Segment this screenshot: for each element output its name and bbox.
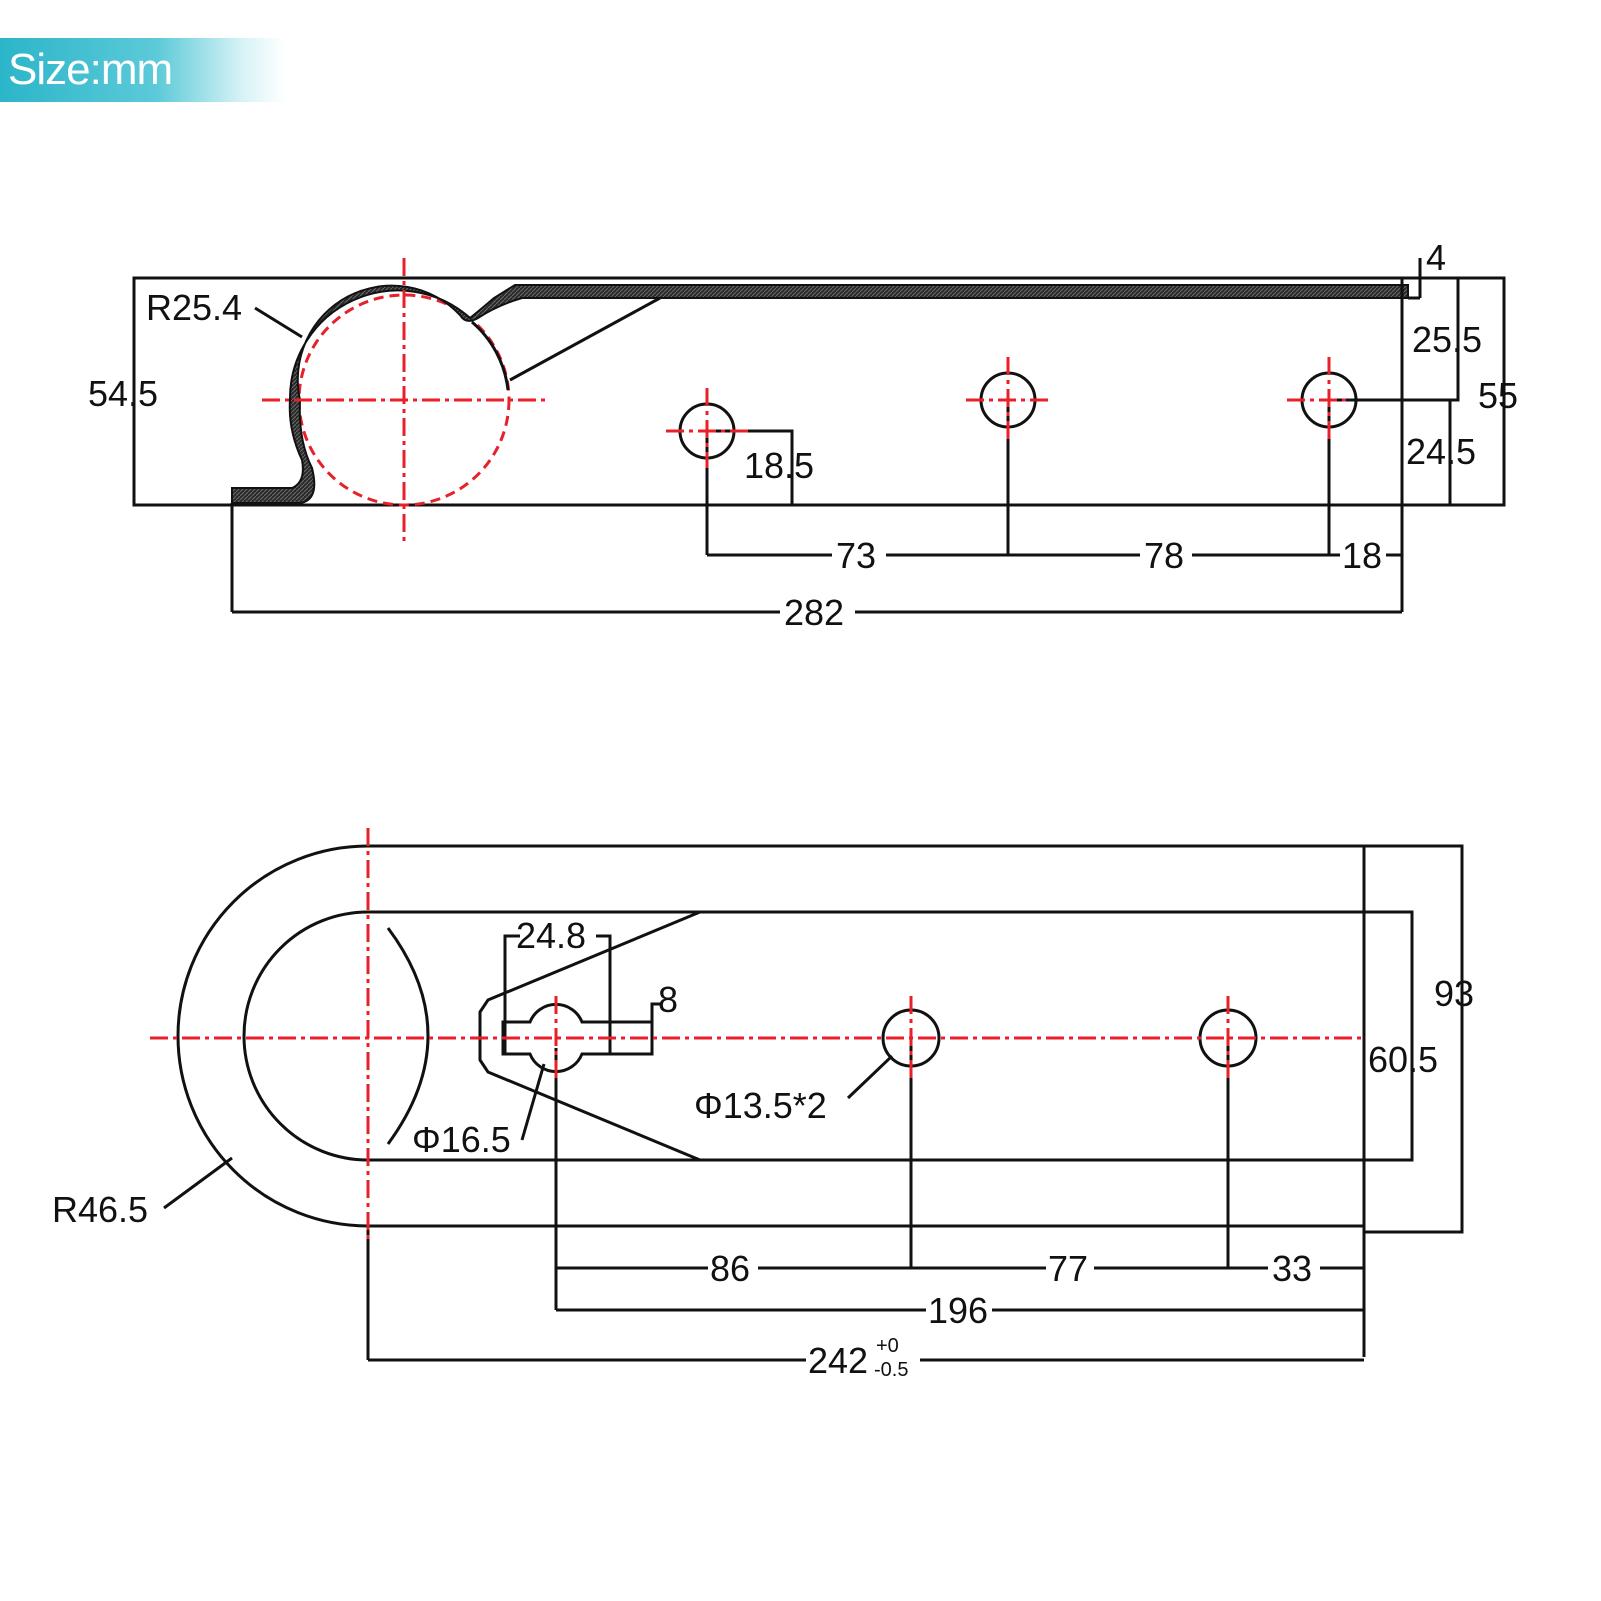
dim-height-right: 55 <box>1478 375 1518 416</box>
dim-inner-width: 60.5 <box>1368 1039 1438 1080</box>
dim-top-to-hole: 25.5 <box>1412 319 1482 360</box>
dim-end-offset-top: 33 <box>1272 1248 1312 1289</box>
dim-slot-depth: 8 <box>658 979 678 1020</box>
units-badge: Size:mm <box>0 38 285 102</box>
dim-overall-length-top: 242 <box>808 1340 868 1381</box>
dim-pivot-radius: R25.4 <box>146 287 242 328</box>
top-outer-outline <box>176 844 1364 1228</box>
dim-hole-span: 196 <box>928 1290 988 1331</box>
top-view-labels: 24.8 8 93 60.5 Φ13.5*2 Φ16.5 R46.5 86 77… <box>52 915 1474 1381</box>
dim-spacing-1: 86 <box>710 1248 750 1289</box>
top-inner-outline <box>242 910 1414 1162</box>
dim-height-left: 54.5 <box>88 373 158 414</box>
dim-tolerance-lower: -0.5 <box>874 1359 908 1381</box>
side-view-outline <box>132 276 1506 507</box>
dim-hole-spacing-1: 73 <box>836 535 876 576</box>
dim-spacing-2: 77 <box>1048 1248 1088 1289</box>
side-view-labels: R25.4 54.5 4 25.5 55 24.5 18.5 73 78 18 … <box>88 237 1518 633</box>
bent-plate <box>231 284 1409 504</box>
side-centerlines <box>262 258 1350 545</box>
keyhole-slot <box>501 1002 654 1074</box>
side-view <box>132 258 1506 614</box>
trapezoid-cut <box>478 910 701 1162</box>
dim-tolerance-upper: +0 <box>876 1335 899 1357</box>
dim-first-hole-offset: 18.5 <box>744 445 814 486</box>
dim-mount-holes: Φ13.5*2 <box>694 1085 827 1126</box>
top-centerlines <box>150 828 1364 1244</box>
dim-thickness: 4 <box>1426 237 1446 278</box>
dim-hole-to-bottom: 24.5 <box>1406 431 1476 472</box>
dim-end-offset: 18 <box>1342 535 1382 576</box>
pivot-arc <box>471 320 510 391</box>
dim-hole-spacing-2: 78 <box>1144 535 1184 576</box>
inner-arc <box>386 927 430 1145</box>
dim-outer-width: 93 <box>1434 973 1474 1014</box>
dim-slot-width: 24.8 <box>516 915 586 956</box>
dim-outer-radius: R46.5 <box>52 1189 148 1230</box>
units-label: Size:mm <box>8 45 173 94</box>
brace-line <box>509 296 661 382</box>
dim-pivot-hole: Φ16.5 <box>412 1119 511 1160</box>
dim-overall-length: 282 <box>784 592 844 633</box>
